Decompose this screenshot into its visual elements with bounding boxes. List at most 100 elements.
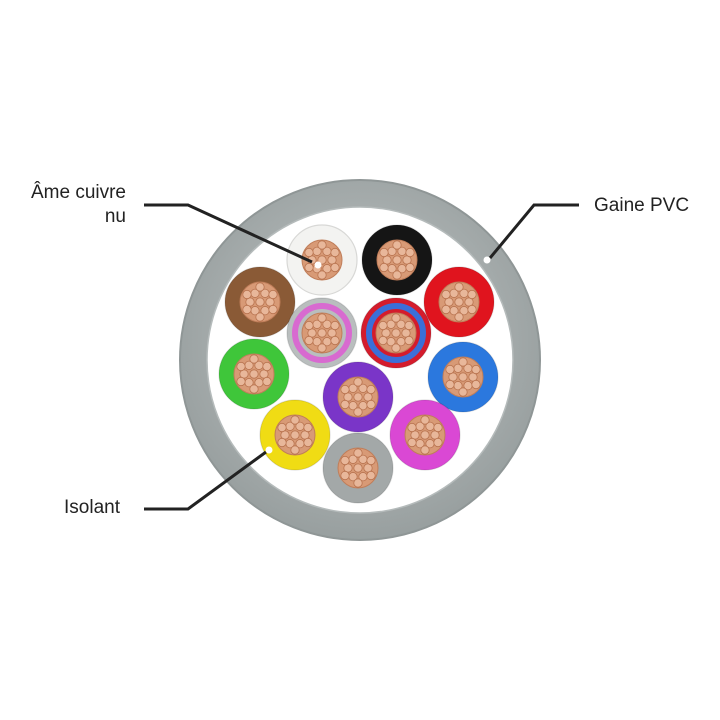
sheath-leader-tip [483, 256, 491, 264]
copper-strand [458, 387, 468, 397]
copper-strand [433, 422, 443, 433]
conductor-red [423, 266, 495, 338]
copper-strand [317, 313, 327, 323]
conductor-grey [322, 432, 394, 504]
copper-strand [405, 262, 415, 273]
copper-strand [255, 282, 265, 292]
copper-strand [405, 247, 415, 258]
core-leader-tip [314, 261, 322, 269]
copper-strand [391, 313, 401, 323]
copper-strand [249, 369, 259, 379]
conductor-purple [322, 361, 394, 433]
copper-strand [471, 364, 481, 375]
conductor-yellow [259, 399, 331, 471]
copper-strand [290, 430, 300, 440]
core-leader-line [144, 203, 313, 264]
copper-strand [304, 247, 314, 258]
sheath-leader-line [488, 203, 579, 259]
copper-strand [420, 445, 430, 455]
copper-strand [262, 376, 272, 387]
copper-strand [353, 448, 363, 458]
copper-strand [304, 262, 314, 273]
copper-strand [303, 422, 313, 433]
copper-strand [304, 320, 314, 331]
copper-strand [249, 354, 259, 364]
copper-strand [433, 437, 443, 448]
copper-strand [391, 343, 401, 353]
copper-strand [454, 312, 464, 322]
copper-strand [366, 455, 376, 466]
copper-strand [249, 384, 259, 394]
copper-strand [330, 320, 340, 331]
copper-strand [255, 312, 265, 322]
copper-strand [366, 399, 376, 410]
copper-strand [317, 343, 327, 353]
stripe-red-blue [366, 303, 426, 363]
copper-strand [458, 357, 468, 367]
copper-strand [277, 422, 287, 433]
copper-core-label-line1: Âme cuivre [30, 182, 126, 203]
copper-strand [340, 384, 350, 395]
stripe-grey-pink [292, 303, 352, 363]
copper-strand [445, 364, 455, 375]
copper-strand [353, 463, 363, 473]
copper-core-label: Âme cuivre nu [31, 181, 126, 229]
copper-strand [268, 289, 278, 300]
copper-strand [340, 470, 350, 481]
copper-strand [407, 437, 417, 448]
copper-strand [445, 379, 455, 390]
copper-strand [317, 240, 327, 250]
copper-strand [420, 430, 430, 440]
copper-strand [340, 455, 350, 466]
copper-strand [330, 335, 340, 346]
copper-strand [353, 377, 363, 387]
copper-strand [467, 289, 477, 300]
copper-strand [392, 240, 402, 250]
copper-strand [471, 379, 481, 390]
copper-strand [353, 407, 363, 417]
copper-strand [392, 270, 402, 280]
copper-strand [378, 320, 388, 331]
pvc-sheath-label: Gaine PVC [594, 195, 690, 216]
copper-strand [441, 304, 451, 315]
conductor-group [218, 224, 499, 504]
conductor-grey-pink [286, 297, 358, 369]
copper-strand [404, 335, 414, 346]
copper-strand [353, 392, 363, 402]
conductor-pink [389, 399, 461, 471]
copper-strand [330, 247, 340, 258]
copper-strand [366, 470, 376, 481]
insulation-leader-tip [265, 446, 273, 454]
insulation-label: Isolant [64, 497, 120, 518]
copper-strand [242, 289, 252, 300]
copper-strand [379, 247, 389, 258]
copper-strand [236, 376, 246, 387]
copper-strand [391, 328, 401, 338]
copper-strand [255, 297, 265, 307]
copper-strand [392, 255, 402, 265]
copper-strand [379, 262, 389, 273]
conductor-brown [224, 266, 296, 338]
copper-core-label-line2: nu [104, 206, 126, 227]
conductor-white [286, 224, 358, 296]
copper-strand [290, 415, 300, 425]
copper-strand [317, 328, 327, 338]
copper-strand [242, 304, 252, 315]
copper-strand [290, 445, 300, 455]
copper-strand [420, 415, 430, 425]
copper-strand [317, 270, 327, 280]
copper-strand [304, 335, 314, 346]
copper-strand [458, 372, 468, 382]
copper-strand [378, 335, 388, 346]
copper-strand [340, 399, 350, 410]
copper-strand [262, 361, 272, 372]
copper-strand [454, 297, 464, 307]
conductor-green [218, 338, 290, 410]
copper-strand [366, 384, 376, 395]
insulation-leader-line [144, 450, 267, 511]
conductor-black [361, 224, 433, 296]
copper-strand [467, 304, 477, 315]
copper-strand [454, 282, 464, 292]
